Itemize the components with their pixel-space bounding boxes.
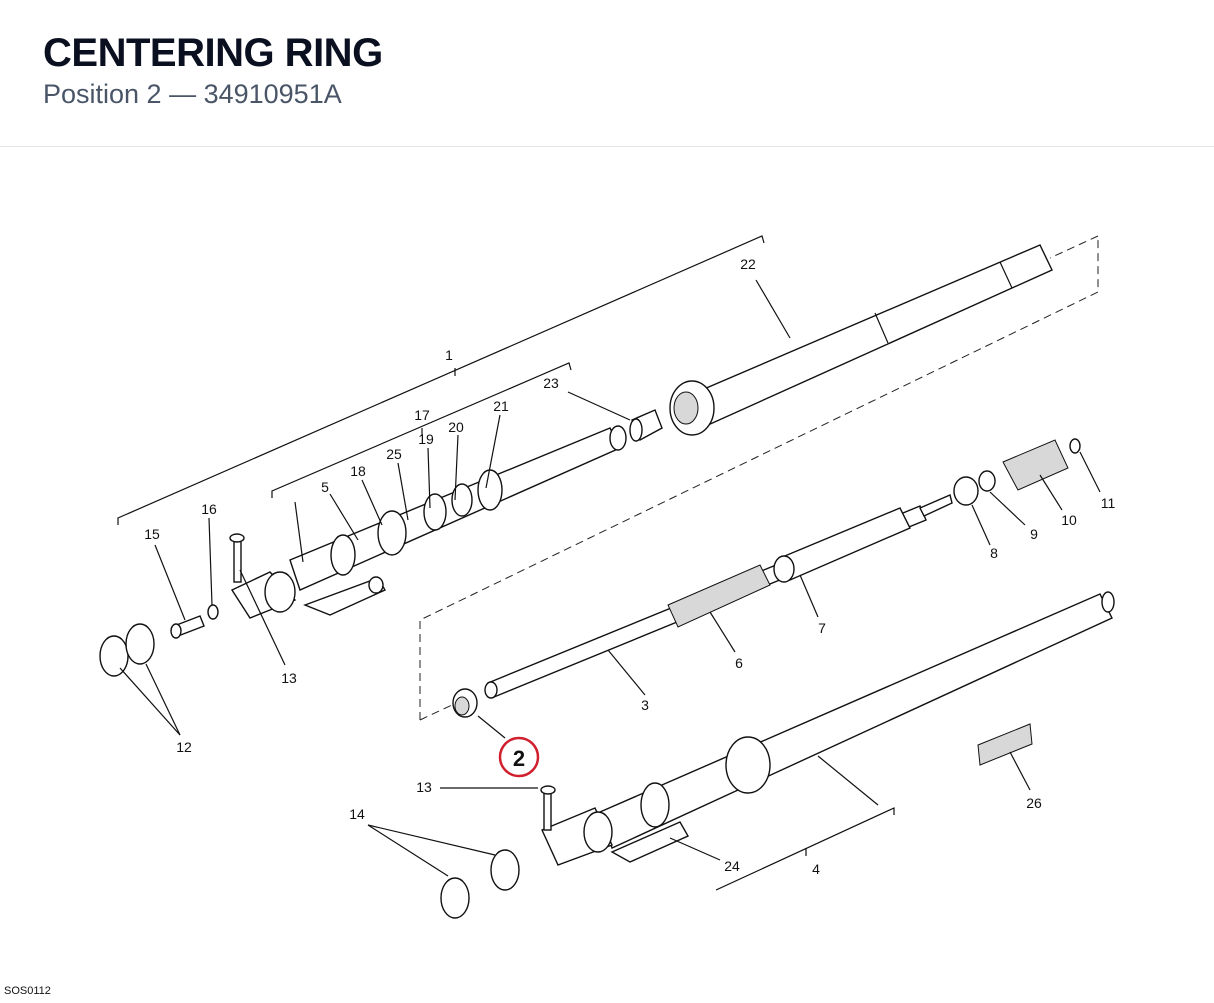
callout-4: 4	[812, 861, 820, 877]
callout-26: 26	[1026, 795, 1042, 811]
bracket-group-4	[715, 807, 895, 891]
callout-23: 23	[543, 375, 559, 391]
clip-11	[1069, 438, 1081, 454]
callout-16: 16	[201, 501, 217, 517]
callout-1: 1	[445, 347, 453, 363]
highlight-label: 2	[513, 746, 525, 771]
callout-11: 11	[1101, 495, 1116, 511]
bracket-group-17	[271, 362, 572, 498]
page-header: CENTERING RING Position 2 — 34910951A	[0, 0, 1214, 147]
callout-20: 20	[448, 419, 464, 435]
decal-26	[977, 723, 1033, 766]
screw-15	[170, 604, 219, 639]
fork-leg-lower	[540, 591, 1115, 866]
page-title: CENTERING RING	[43, 31, 383, 75]
highlight-circle	[498, 736, 540, 778]
drawing-reference-code: SOS0112	[4, 985, 51, 997]
callout-labels: 1 3 4 5 6 7 8 9 10 11 12 13 13 14 15 16 …	[144, 256, 1115, 877]
page-subtitle: Position 2 — 34910951A	[43, 79, 342, 109]
callout-12: 12	[176, 739, 192, 755]
leader-lines	[119, 279, 1101, 877]
callout-25: 25	[386, 446, 402, 462]
callout-21: 21	[493, 398, 509, 414]
clamp-12	[99, 623, 155, 677]
callout-8: 8	[990, 545, 998, 561]
callout-18: 18	[350, 463, 366, 479]
callout-14: 14	[349, 806, 365, 822]
callout-3: 3	[641, 697, 649, 713]
clamp-14	[440, 849, 520, 919]
slider-assembly-upper	[229, 425, 627, 619]
callout-22: 22	[740, 256, 756, 272]
dust-boot-10	[1002, 439, 1069, 491]
bracket-group-1	[117, 235, 765, 525]
callout-5: 5	[321, 479, 329, 495]
callout-15: 15	[144, 526, 160, 542]
callout-13-upper: 13	[281, 670, 297, 686]
callout-17: 17	[414, 407, 430, 423]
callout-24: 24	[724, 858, 740, 874]
centering-ring-2	[452, 688, 478, 718]
callout-6: 6	[735, 655, 743, 671]
seal-8	[953, 476, 979, 506]
callout-10: 10	[1061, 512, 1077, 528]
piston-7	[773, 507, 911, 583]
dashed-assembly-frame	[419, 235, 1099, 721]
fork-tube-upper	[669, 244, 1053, 436]
callout-19: 19	[418, 431, 434, 447]
spring-6	[667, 564, 771, 628]
callout-13-lower: 13	[416, 779, 432, 795]
bushing-23	[629, 409, 663, 442]
callout-9: 9	[1030, 526, 1038, 542]
washer-9	[978, 470, 996, 492]
callout-7: 7	[818, 620, 826, 636]
